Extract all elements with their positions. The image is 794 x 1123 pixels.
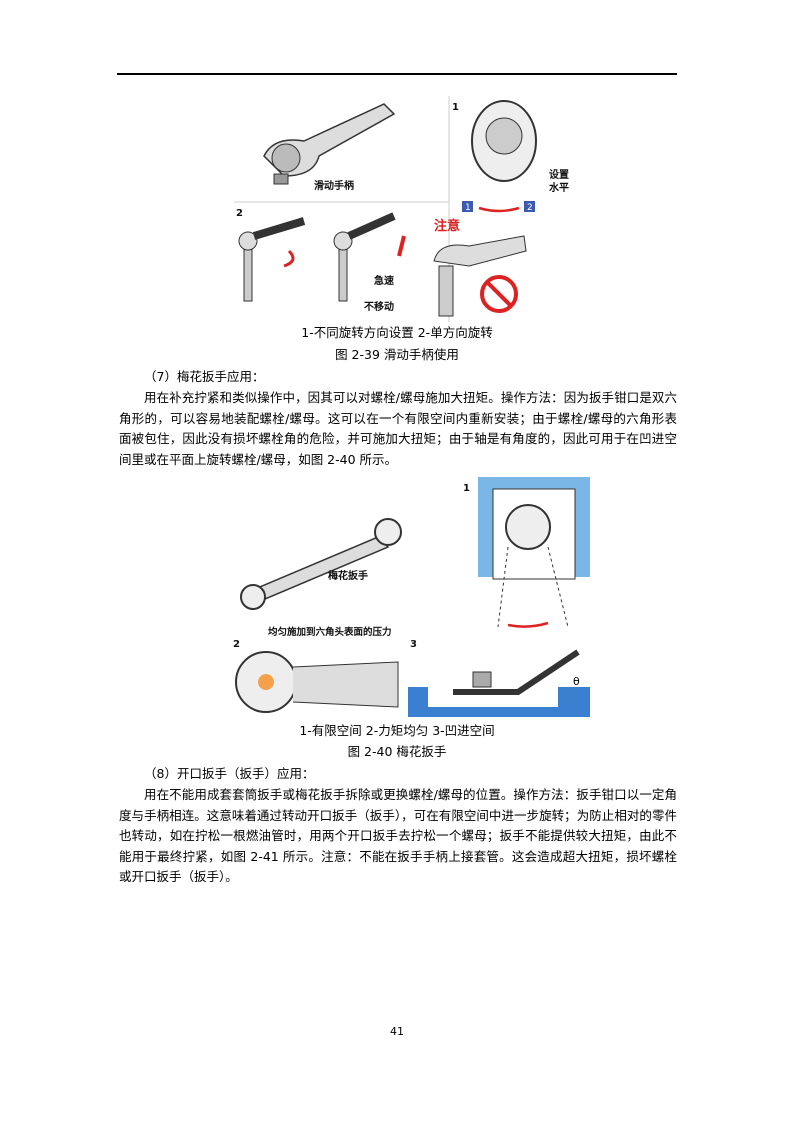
- figure-2-40-image: 梅花扳手 1 2 均匀施加到六角头表面的压力 3 θ: [228, 477, 590, 717]
- label-level: 水平: [548, 181, 569, 194]
- page-number: 41: [390, 1025, 404, 1038]
- badge-2: 2: [527, 203, 533, 213]
- label-1: 1: [452, 102, 459, 113]
- header-rule: [117, 73, 677, 75]
- label-3: 3: [410, 639, 417, 650]
- badge-1: 1: [465, 203, 471, 213]
- section-7-body: 用在补充拧紧和类似操作中，因其可以对螺栓/螺母施加大扭矩。操作方法：因为扳手钳口…: [119, 390, 677, 467]
- figure-2-39-legend: 1-不同旋转方向设置 2-单方向旋转: [301, 325, 493, 340]
- section-7-heading: （7）梅花扳手应用：: [144, 369, 265, 384]
- label-1: 1: [463, 483, 470, 494]
- label-box-wrench: 梅花扳手: [328, 569, 368, 582]
- figure-2-40-title: 图 2-40 梅花扳手: [347, 744, 447, 759]
- label-2: 2: [233, 639, 240, 650]
- section-8-body: 用在不能用成套套筒扳手或梅花扳手拆除或更换螺栓/螺母的位置。操作方法：扳手钳口以…: [119, 787, 677, 884]
- label-sliding-handle: 滑动手柄: [314, 179, 354, 192]
- label-pressure: 均匀施加到六角头表面的压力: [268, 626, 392, 638]
- label-rapid: 急速: [374, 274, 394, 287]
- label-set: 设置: [549, 168, 569, 181]
- label-theta: θ: [573, 675, 580, 688]
- figure-2-39-title: 图 2-39 滑动手柄使用: [335, 347, 459, 362]
- section-8-heading: （8）开口扳手（扳手）应用：: [144, 766, 315, 781]
- label-2: 2: [236, 208, 243, 219]
- figure-2-40-legend: 1-有限空间 2-力矩均匀 3-凹进空间: [299, 723, 495, 738]
- label-no-move: 不移动: [364, 300, 394, 313]
- figure-2-39-image: 滑动手柄 1 1 2 设置 水平 2 急速 不移动 注意: [234, 96, 584, 322]
- label-caution: 注意: [434, 218, 460, 234]
